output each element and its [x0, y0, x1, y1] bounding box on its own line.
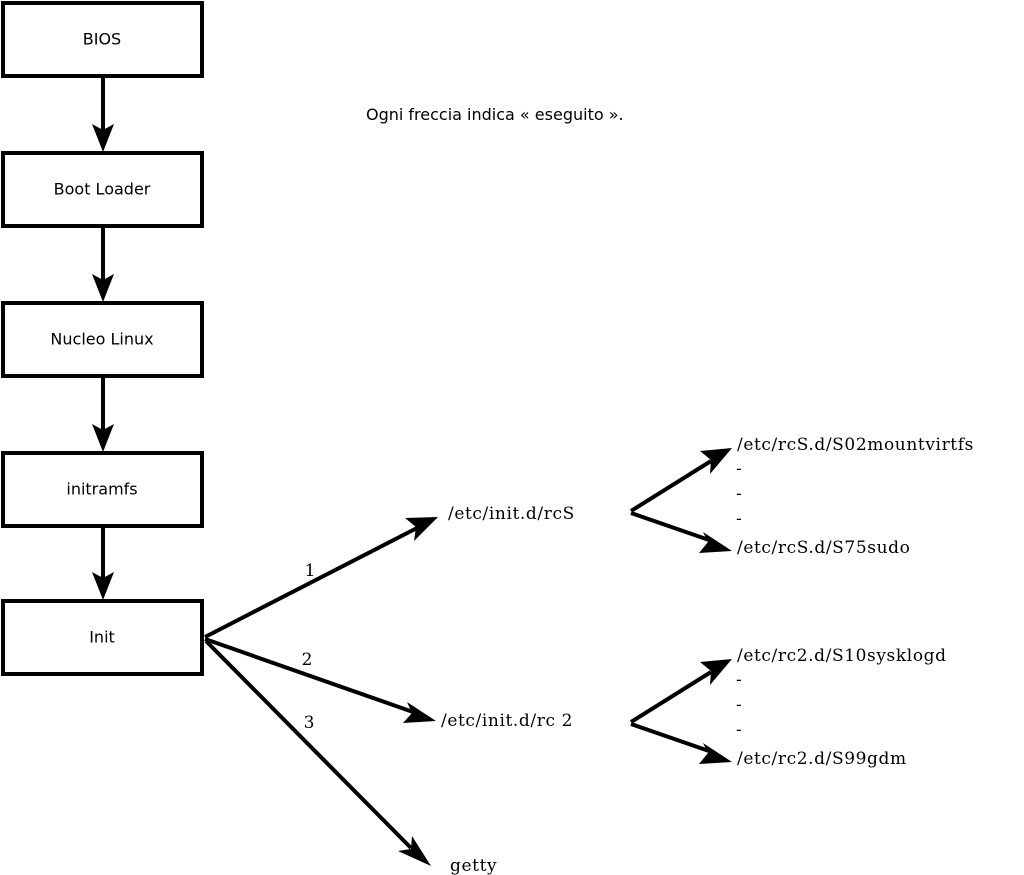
arrowhead-boot-loader-to-nucleo-linux: [92, 274, 114, 302]
arrow-rcs-to-last-script: [630, 511, 732, 553]
arrowhead-bios-to-boot-loader: [92, 124, 114, 152]
init-box-label: Init: [89, 628, 115, 647]
branch-number-1: 1: [305, 561, 316, 581]
arrow-rc2-to-first-script: [629, 659, 732, 724]
rc2-ellipsis-dash-3: -: [736, 720, 742, 740]
arrow-init-branch-3: [204, 639, 431, 866]
initramfs-box-outline: [1, 451, 204, 528]
boot-loader-box-label: Boot Loader: [54, 180, 151, 199]
label-rc2-last-script: /etc/rc2.d/S99gdm: [737, 749, 907, 769]
arrowhead-initramfs-to-init: [92, 572, 114, 600]
rc2-ellipsis-dash-1: -: [736, 670, 742, 690]
arrow-bios-to-boot-loader: [92, 76, 114, 152]
bios-box-label: BIOS: [83, 30, 121, 49]
label-rc2-first-script: /etc/rc2.d/S10sysklogd: [737, 646, 947, 666]
label-init-d-rcs: /etc/init.d/rcS: [448, 504, 575, 524]
arrow-rcs-to-first-script: [629, 448, 732, 513]
arrow-nucleo-linux-to-initramfs: [92, 376, 114, 452]
arrow-initramfs-to-init: [92, 526, 114, 600]
rcs-ellipsis-dash-2: -: [736, 484, 742, 504]
arrow-init-branch-2: [204, 637, 436, 723]
arrow-boot-loader-to-nucleo-linux: [92, 226, 114, 302]
arrowhead-init-branch-3: [398, 836, 431, 866]
arrow-rc2-to-last-script: [630, 722, 732, 764]
bios-box-outline: [1, 1, 204, 78]
initramfs-box-label: initramfs: [66, 480, 137, 499]
rc2-ellipsis-dash-2: -: [736, 695, 742, 715]
stage-box-boot-loader[interactable]: Boot Loader: [1, 151, 204, 228]
branch-number-3: 3: [304, 713, 315, 733]
arrowhead-rcs-first: [700, 448, 732, 474]
diagram-caption: Ogni freccia indica « eseguito ».: [366, 105, 624, 124]
stage-box-initramfs[interactable]: initramfs: [1, 451, 204, 528]
stage-box-bios[interactable]: BIOS: [1, 1, 204, 78]
label-rcs-last-script: /etc/rcS.d/S75sudo: [737, 538, 910, 558]
arrow-init-branch-1: [204, 517, 438, 639]
arrowhead-rc2-last: [699, 743, 732, 764]
init-box-outline: [1, 599, 204, 676]
stage-box-nucleo-linux[interactable]: Nucleo Linux: [1, 301, 204, 378]
arrowhead-rcs-last: [699, 532, 732, 553]
stage-box-init[interactable]: Init: [1, 599, 204, 676]
arrowhead-nucleo-linux-to-initramfs: [92, 424, 114, 452]
label-rcs-first-script: /etc/rcS.d/S02mountvirtfs: [737, 435, 974, 455]
arrowhead-init-branch-1: [405, 517, 438, 541]
label-init-d-rc2: /etc/init.d/rc 2: [441, 711, 573, 731]
arrowhead-init-branch-2: [403, 702, 436, 723]
nucleo-linux-box-label: Nucleo Linux: [50, 330, 153, 349]
arrowhead-rc2-first: [700, 659, 732, 685]
rcs-ellipsis-dash-3: -: [736, 509, 742, 529]
branch-number-2: 2: [302, 650, 313, 670]
label-getty: getty: [450, 856, 497, 875]
rcs-ellipsis-dash-1: -: [736, 459, 742, 479]
